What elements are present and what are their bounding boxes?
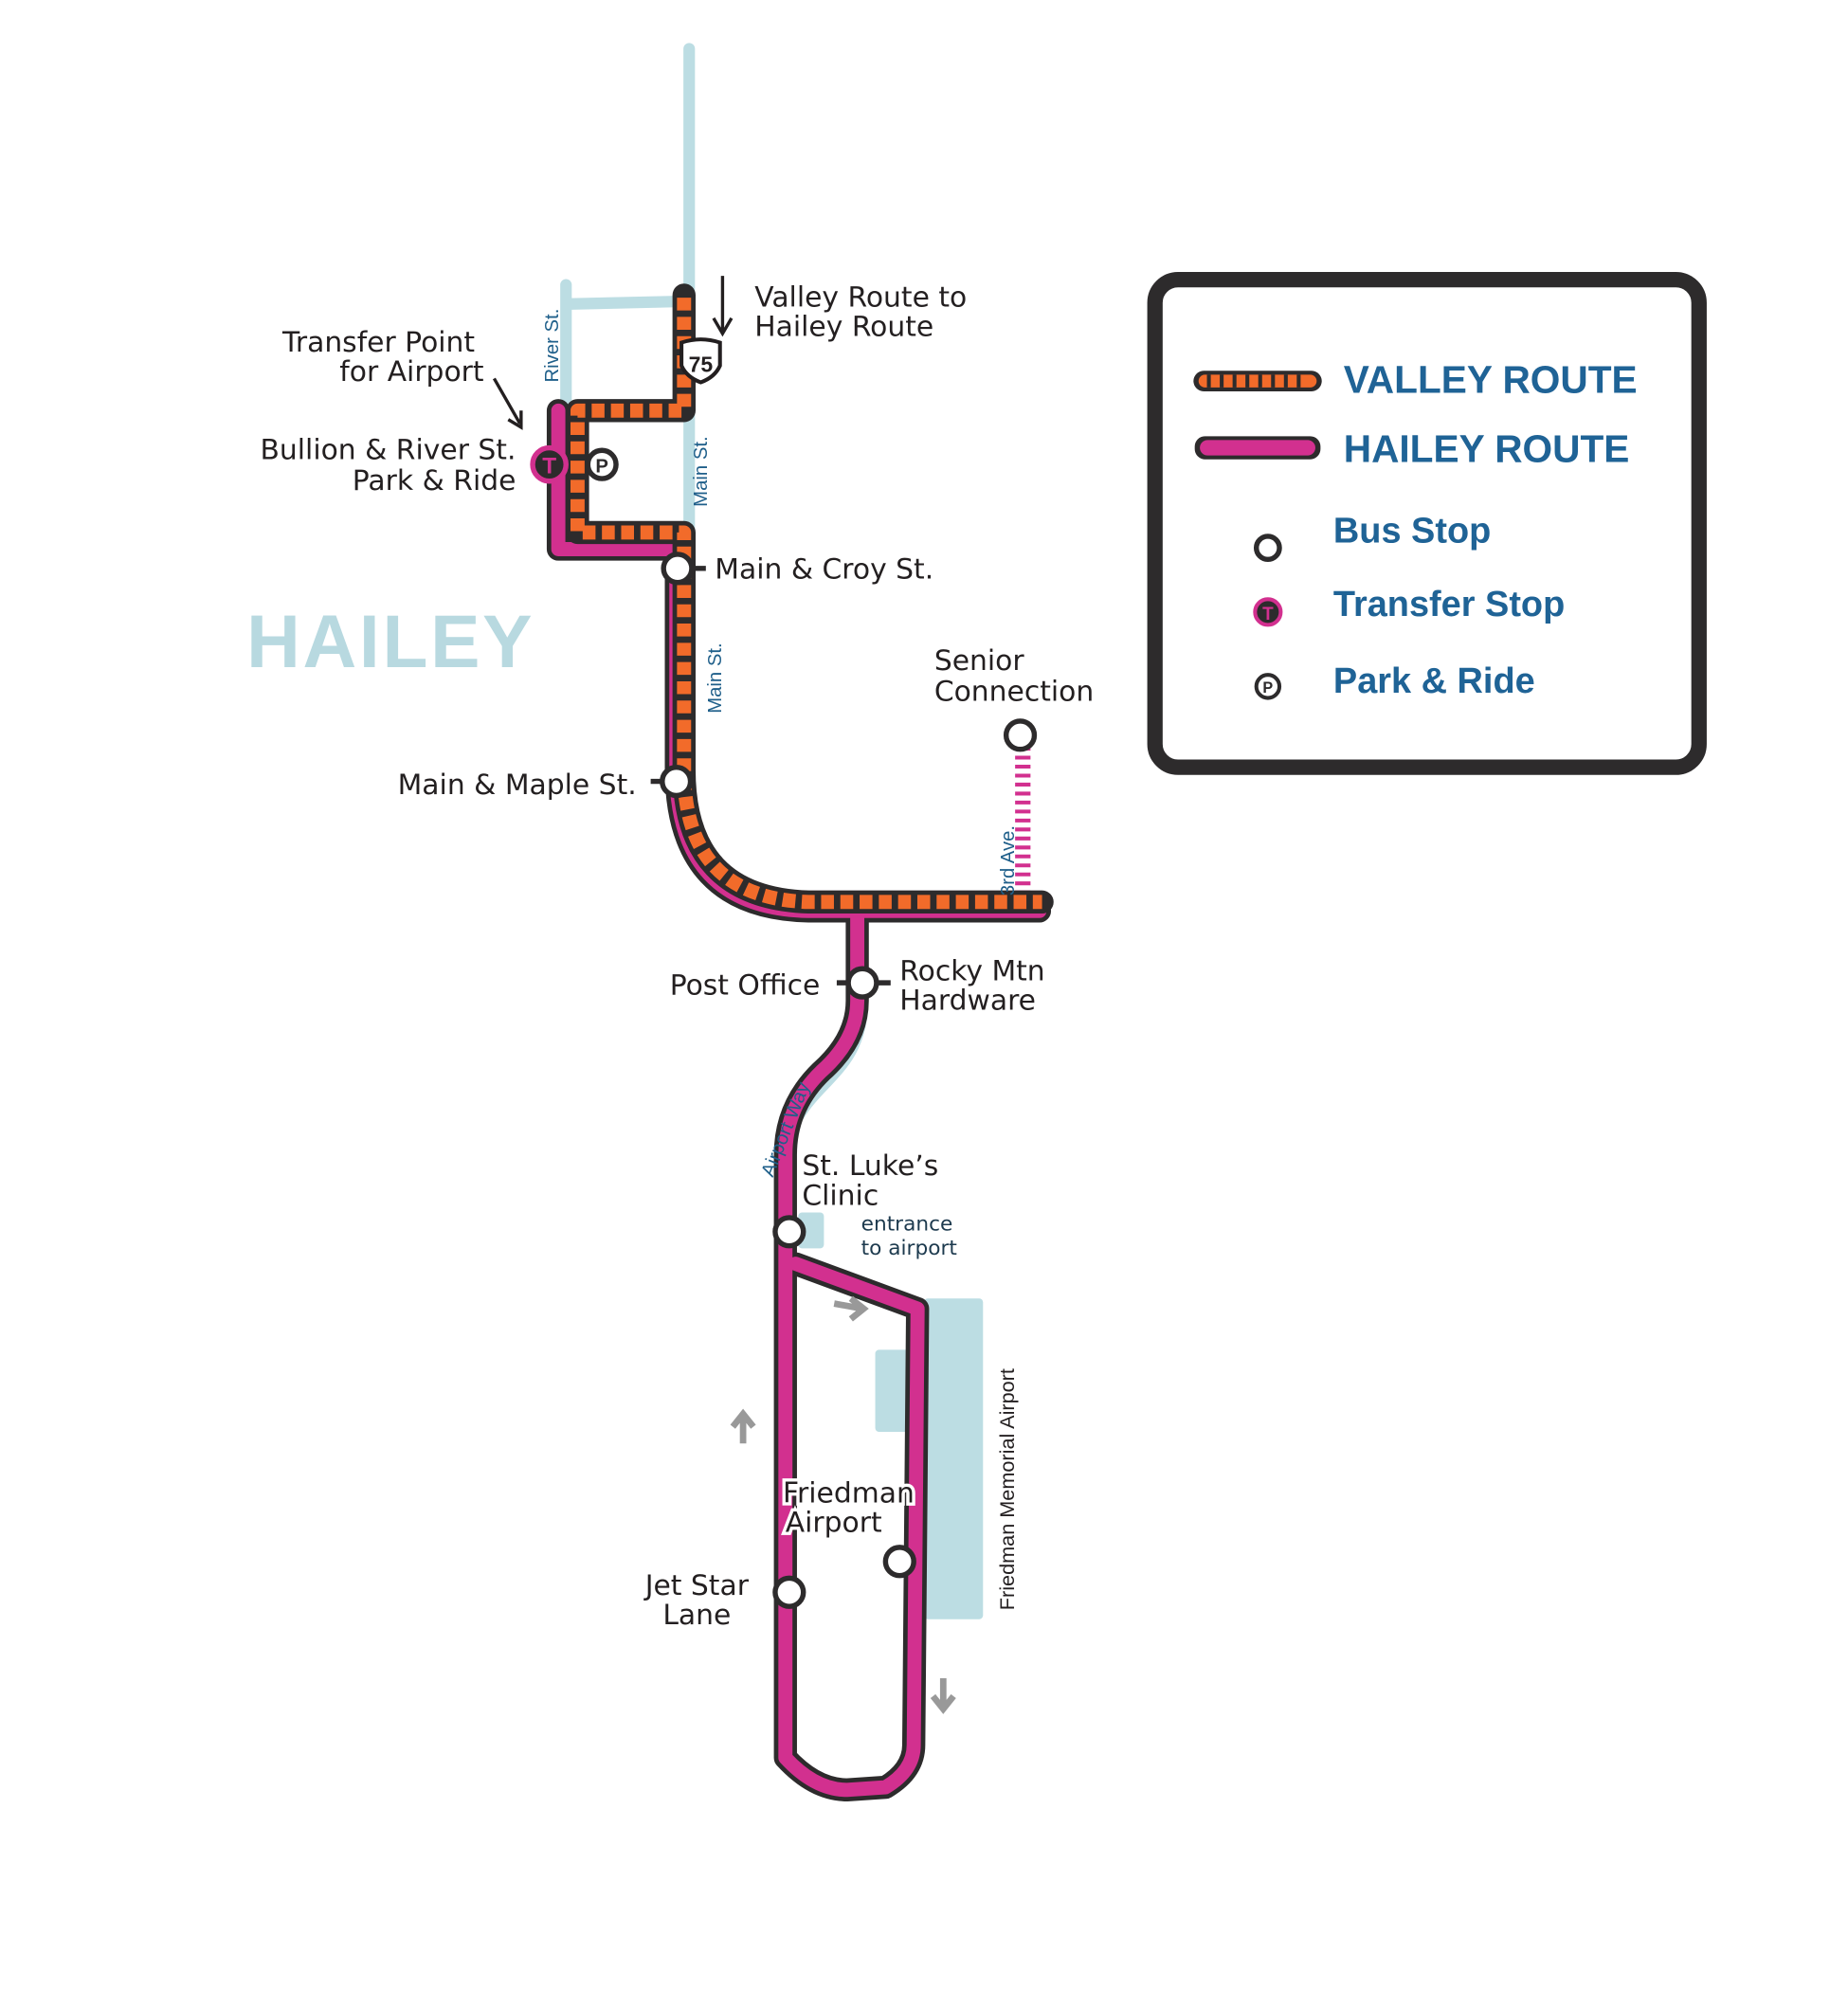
stop-label-rocky-mtn: Hardware (899, 985, 1036, 1018)
stop-label-main-maple: Main & Maple St. (398, 769, 637, 802)
stop-label-senior: Senior (934, 644, 1025, 678)
stop-senior-connection[interactable] (1003, 718, 1038, 752)
stop-label-jet-star: Lane (662, 1599, 731, 1632)
bus-stops (650, 552, 1038, 1609)
park-ride-icon[interactable]: P (585, 447, 619, 481)
main-st-label-south: Main St. (705, 642, 726, 713)
transfer-point-note: Transfer Point (281, 326, 475, 359)
legend-valley-swatch (1193, 371, 1322, 391)
stop-label-friedman: Airport (786, 1507, 882, 1540)
svg-text:T: T (1262, 605, 1274, 624)
transfer-point-note: for Airport (339, 355, 483, 389)
entrance-note: to airport (861, 1237, 957, 1260)
legend-hailey-swatch (1194, 436, 1321, 460)
stop-label-main-croy: Main & Croy St. (715, 553, 933, 587)
arrow-diagonal-icon (492, 377, 523, 430)
stop-label-friedman: Friedman (783, 1476, 915, 1510)
stop-label-bullion: Park & Ride (353, 464, 516, 498)
svg-text:75: 75 (689, 353, 714, 377)
legend-bus-stop-icon (1253, 534, 1282, 563)
stop-st-lukes[interactable] (772, 1215, 806, 1249)
arrow-up-gray-icon (730, 1408, 756, 1444)
stop-main-croy[interactable] (661, 552, 706, 586)
legend-transfer-stop-icon: T (1253, 597, 1283, 627)
legend-transfer-stop-label: Transfer Stop (1333, 585, 1565, 624)
stop-post-office[interactable] (836, 966, 891, 1000)
arrow-icons (492, 276, 956, 1714)
arrow-down-gray-icon (930, 1677, 956, 1714)
legend-bus-stop-label: Bus Stop (1333, 512, 1491, 552)
main-st-label-north: Main St. (691, 436, 712, 506)
highway-75-shield: 75 (679, 337, 722, 385)
stop-friedman-airport[interactable] (882, 1545, 916, 1579)
stop-label-senior: Connection (934, 675, 1094, 708)
svg-text:T: T (542, 454, 556, 479)
arrow-right-gray-icon (833, 1295, 869, 1322)
entrance-note: entrance (861, 1212, 953, 1236)
arrow-down-icon (712, 276, 734, 337)
valley-to-hailey-note: Valley Route to (754, 281, 967, 315)
legend-valley-label: VALLEY ROUTE (1344, 357, 1638, 401)
legend-hailey-label: HAILEY ROUTE (1344, 426, 1630, 470)
legend-park-ride-icon: P (1254, 673, 1282, 700)
legend-park-ride-label: Park & Ride (1333, 661, 1535, 701)
stop-label-st-lukes: St. Luke’s (802, 1149, 938, 1183)
stop-label-bullion: Bullion & River St. (261, 434, 516, 467)
stop-label-st-lukes: Clinic (802, 1179, 879, 1212)
svg-text:P: P (595, 456, 608, 477)
stop-label-jet-star: Jet Star (643, 1569, 750, 1602)
valley-route (566, 283, 1054, 914)
legend: VALLEY ROUTE HAILEY ROUTE Bus Stop T Tra… (1147, 272, 1707, 775)
city-label: HAILEY (246, 600, 534, 683)
transfer-stop-icon[interactable]: T (530, 444, 569, 484)
stop-label-rocky-mtn: Rocky Mtn (899, 954, 1044, 987)
svg-text:P: P (1262, 679, 1273, 696)
river-st-label: River St. (542, 309, 563, 383)
airport-name-label: Friedman Memorial Airport (995, 1368, 1019, 1610)
stop-jet-star[interactable] (772, 1575, 806, 1609)
stop-main-maple[interactable] (650, 764, 694, 799)
valley-to-hailey-note: Hailey Route (754, 311, 933, 344)
river-street-line (560, 279, 682, 417)
stop-label-post-office: Post Office (670, 968, 821, 1002)
third-ave-label: 3rd Ave. (998, 825, 1019, 896)
